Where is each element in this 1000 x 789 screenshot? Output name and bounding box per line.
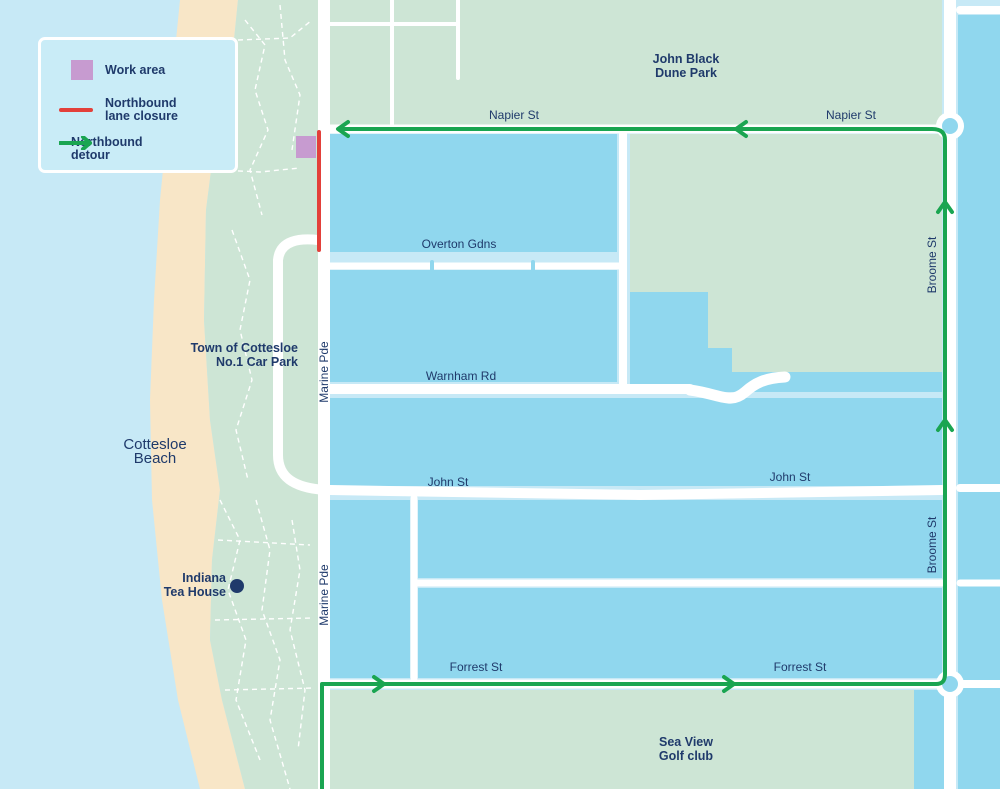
detour-arrow-west-1 — [336, 120, 350, 138]
golf-club-area — [330, 690, 914, 789]
label-line: Tea House — [164, 585, 226, 599]
label-line: Dune Park — [655, 66, 717, 80]
forrest-st-label-east: Forrest St — [774, 660, 827, 674]
legend-work-area-label: Work area — [105, 62, 166, 77]
block — [330, 398, 942, 486]
broome-st-label-north: Broome St — [925, 236, 939, 293]
label-line: Beach — [134, 450, 177, 467]
closure-swatch — [59, 108, 93, 112]
footpaths — [214, 4, 319, 789]
detour-arrow-icon — [59, 136, 92, 150]
label-line: No.1 Car Park — [216, 355, 298, 369]
sand-beach — [150, 0, 245, 789]
marine-pde-label-south: Marine Pde — [317, 564, 331, 626]
warnham-rd-label: Warnham Rd — [426, 369, 496, 383]
dune-park-area — [330, 0, 942, 126]
label-line: Golf club — [659, 749, 714, 763]
roundabout-north-centre — [942, 118, 958, 134]
label-line: Indiana — [182, 571, 227, 585]
block — [330, 270, 617, 382]
napier-st-label-west: Napier St — [489, 108, 540, 122]
overton-gdns-label: Overton Gdns — [422, 237, 497, 251]
forrest-st-label-west: Forrest St — [450, 660, 503, 674]
tea-house-dot — [230, 579, 244, 593]
legend-row-work-area: Work area — [59, 60, 215, 80]
broome-st-label-south: Broome St — [925, 516, 939, 573]
detour-arrows — [336, 120, 954, 693]
john-st-label-east: John St — [770, 470, 811, 484]
label-line: John Black — [653, 52, 720, 66]
detour-route — [320, 127, 947, 789]
block — [630, 292, 942, 392]
east-blocks — [958, 15, 1000, 789]
label-line: Cottesloe — [123, 436, 186, 453]
block — [330, 500, 410, 678]
marine-pde-label-north: Marine Pde — [317, 341, 331, 403]
label-line: Town of Cottesloe — [191, 341, 298, 355]
block — [418, 500, 942, 578]
detour-arrow-east-1 — [372, 675, 386, 693]
detour-arrow-east-2 — [722, 675, 736, 693]
legend-row-detour: Northbound detour — [59, 136, 181, 162]
block — [914, 690, 944, 789]
work-area-marker — [296, 136, 316, 158]
label-line: Sea View — [659, 735, 713, 749]
block — [330, 134, 617, 252]
block — [418, 588, 942, 678]
napier-st-label-east: Napier St — [826, 108, 877, 122]
detour-arrow-north-1 — [936, 200, 954, 214]
work-area-swatch — [71, 60, 93, 80]
detour-arrow-north-2 — [936, 418, 954, 432]
detour-arrow-west-2 — [734, 120, 748, 138]
john-st-label-west: John St — [428, 475, 469, 489]
